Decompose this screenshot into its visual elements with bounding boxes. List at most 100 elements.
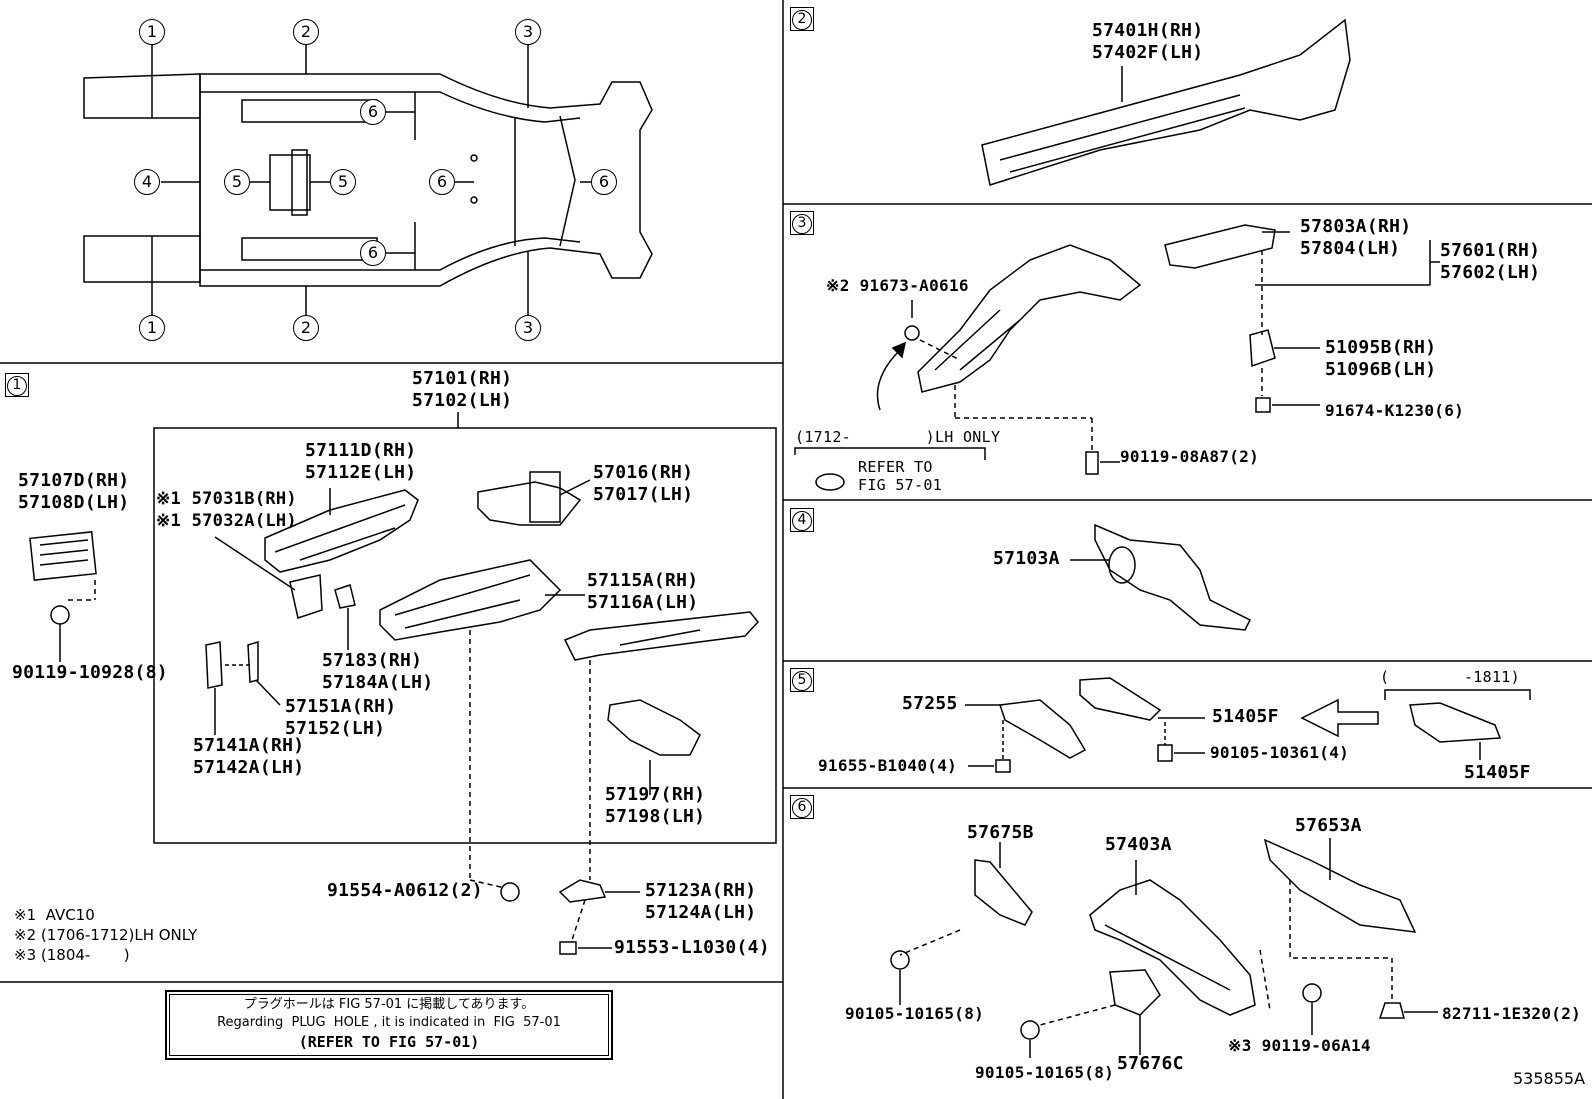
part-57653A: [1263, 838, 1417, 933]
page-code: 535855A: [1513, 1069, 1586, 1088]
part-51405F-a: [1079, 677, 1162, 721]
plug-note-ref: (REFER TO FIG 57-01): [298, 1033, 480, 1051]
footnote-1: ※1 AVC10: [14, 906, 95, 924]
bolt-90119-10928: [50, 605, 70, 625]
callout-6-bottom: 6: [360, 240, 386, 266]
label-57101: 57101(RH) 57102(LH): [412, 368, 513, 411]
label-57031B: ※1 57031B(RH) ※1 57032A(LH): [156, 489, 297, 531]
bolt-91674: [1255, 397, 1271, 413]
label-refer-fig: REFER TO FIG 57-01: [858, 458, 942, 494]
callout-2-top: 2: [293, 19, 319, 45]
clip-91553: [559, 941, 577, 955]
label-90119-08A87: 90119-08A87(2): [1120, 447, 1260, 466]
part-57183: [334, 584, 356, 609]
label-90105-10165-a: 90105-10165(8): [845, 1004, 985, 1023]
part-57123A: [558, 879, 607, 903]
label-57111D: 57111D(RH) 57112E(LH): [305, 440, 417, 483]
label-90105-10165-b: 90105-10165(8): [975, 1063, 1115, 1082]
label-57803A: 57803A(RH) 57804(LH): [1300, 216, 1412, 259]
part-51095B: [1249, 329, 1276, 368]
label-range-1811: ( -1811): [1380, 668, 1520, 686]
part-57031B: [289, 574, 323, 619]
part-57197: [607, 699, 701, 756]
callout-6-top: 6: [360, 99, 386, 125]
label-57107D: 57107D(RH) 57108D(LH): [18, 470, 130, 513]
label-91553: 91553-L1030(4): [614, 937, 770, 958]
label-57016: 57016(RH) 57017(LH): [593, 462, 694, 505]
part-57401H: [981, 18, 1351, 186]
section-2-badge: 2: [790, 7, 814, 31]
bolt-91554: [500, 882, 520, 902]
label-51405F-a: 51405F: [1212, 706, 1279, 727]
part-57151A: [247, 640, 259, 683]
label-range-1712: (1712- )LH ONLY: [795, 428, 1001, 446]
callout-1-top: 1: [139, 19, 165, 45]
part-57676C: [1109, 969, 1161, 1016]
plug-hole-symbol: [815, 473, 845, 491]
part-57141A: [205, 641, 223, 689]
arrow-refer-plug: [876, 349, 901, 411]
section-4-badge: 4: [790, 508, 814, 532]
section-5-badge: 5: [790, 668, 814, 692]
callout-3-bottom: 3: [515, 315, 541, 341]
label-91554: 91554-A0612(2): [327, 880, 483, 901]
label-90119-06A14: ※3 90119-06A14: [1228, 1036, 1371, 1055]
part-57016: [477, 471, 582, 526]
part-57107D: [29, 531, 97, 581]
part-57803A: [1164, 224, 1276, 269]
label-57151A: 57151A(RH) 57152(LH): [285, 696, 397, 739]
part-57103A: [1094, 523, 1252, 631]
label-57675B: 57675B: [967, 822, 1034, 843]
label-57123A: 57123A(RH) 57124A(LH): [645, 880, 757, 923]
label-57197: 57197(RH) 57198(LH): [605, 784, 706, 827]
callout-4: 4: [134, 169, 160, 195]
clip-82711: [1378, 1002, 1405, 1019]
bolt-91655: [995, 759, 1011, 773]
part-57111D: [264, 489, 419, 573]
section-1-badge: 1: [5, 373, 29, 397]
label-57401H: 57401H(RH) 57402F(LH): [1092, 20, 1204, 63]
callout-3-top: 3: [515, 19, 541, 45]
label-57653A: 57653A: [1295, 815, 1362, 836]
label-91655: 91655-B1040(4): [818, 756, 958, 775]
bolt-90105-a: [890, 950, 910, 970]
label-57103A: 57103A: [993, 548, 1060, 569]
callout-5-left: 5: [224, 169, 250, 195]
part-57255: [998, 699, 1087, 759]
label-57601: 57601(RH) 57602(LH): [1440, 240, 1541, 283]
callout-1-bottom: 1: [139, 315, 165, 341]
bolt-90105-10361: [1157, 744, 1173, 762]
bolt-91673: [904, 325, 920, 341]
label-57141A: 57141A(RH) 57142A(LH): [193, 735, 305, 778]
part-57675B: [974, 859, 1033, 926]
label-57255: 57255: [902, 693, 958, 714]
plug-note-en: Regarding PLUG HOLE , it is indicated in…: [217, 1015, 561, 1030]
callout-6-rear: 6: [591, 169, 617, 195]
bolt-90119-08A87: [1085, 451, 1099, 475]
label-57183: 57183(RH) 57184A(LH): [322, 650, 434, 693]
callout-5-right: 5: [330, 169, 356, 195]
label-57403A: 57403A: [1105, 834, 1172, 855]
part-57115-rail: [563, 611, 759, 661]
section1-group-box: [153, 427, 777, 844]
label-91673: ※2 91673-A0616: [826, 276, 969, 295]
section-3-badge: 3: [790, 211, 814, 235]
part-51405F-b: [1409, 702, 1502, 743]
part-57403A: [1089, 879, 1256, 1016]
bolt-90119-06A14: [1302, 983, 1322, 1003]
part-57115A: [379, 559, 562, 641]
callout-6-center: 6: [429, 169, 455, 195]
plug-note-jp: プラグホールは FIG 57-01 に掲載してあります。: [243, 997, 535, 1012]
footnote-2: ※2 (1706-1712)LH ONLY: [14, 926, 198, 944]
label-90119-10928: 90119-10928(8): [12, 662, 168, 683]
plug-hole-note: プラグホールは FIG 57-01 に掲載してあります。 Regarding P…: [165, 990, 613, 1060]
label-57115A: 57115A(RH) 57116A(LH): [587, 570, 699, 613]
footnote-3: ※3 (1804- ): [14, 946, 130, 964]
label-91674: 91674-K1230(6): [1325, 401, 1465, 420]
label-82711: 82711-1E320(2): [1442, 1004, 1582, 1023]
callout-2-bottom: 2: [293, 315, 319, 341]
arrow-supersede: [1300, 698, 1379, 738]
section-6-badge: 6: [790, 795, 814, 819]
label-51405F-b: 51405F: [1464, 762, 1531, 783]
